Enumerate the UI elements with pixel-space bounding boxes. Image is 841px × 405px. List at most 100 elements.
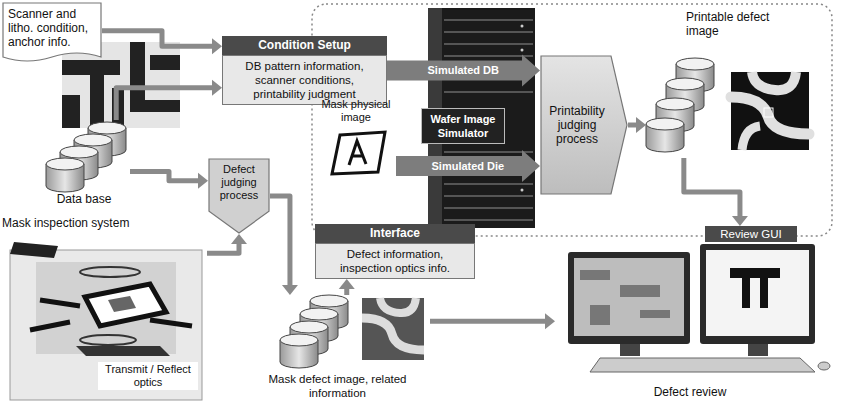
review-monitors-part: [568, 252, 690, 344]
review-monitors-part: [580, 270, 670, 325]
review-station-node: Review GUI Defect review: [555, 226, 825, 401]
mask-inspection-machine-part: [80, 267, 140, 277]
database-cylinders-part: [46, 158, 84, 192]
flow-arrow: [684, 158, 748, 226]
printable-cylinders-part: [646, 118, 684, 152]
arrowhead: [522, 55, 540, 87]
note-text: Scanner and litho. condition, anchor inf…: [8, 7, 96, 49]
review-monitors-part: [748, 344, 768, 356]
mask-image-node: Mask physical image: [316, 98, 396, 178]
server-rack-part: [521, 189, 524, 192]
flow-arrow: [339, 279, 355, 295]
printable-image-node: Printable defect image: [646, 8, 818, 158]
review-monitors-part: [730, 268, 780, 308]
database-label: Mask defect image, related information: [245, 372, 430, 400]
mask-physical-picture-part: [349, 141, 366, 165]
part-label: Transmit / Reflect optics: [98, 362, 198, 390]
flow-arrow: [102, 31, 222, 55]
arrowhead: [732, 216, 748, 226]
mask-defect-node: Mask defect image, related information: [245, 295, 430, 400]
printable-cylinders: [646, 58, 714, 152]
connector-line: [396, 156, 522, 176]
database-label: Data base: [38, 192, 130, 206]
process-pentagon: Defect judging process: [208, 158, 270, 234]
connector-line: [207, 244, 239, 253]
printable-defect-picture-part: [731, 97, 809, 134]
printable-defect-picture-part: [764, 108, 773, 117]
arrowhead: [636, 117, 646, 133]
arrowhead: [231, 234, 247, 244]
document-outline: [3, 3, 101, 61]
arrowhead: [212, 38, 222, 54]
box-body: Defect information, inspection optics in…: [315, 243, 475, 279]
document-box: Scanner and litho. condition, anchor inf…: [2, 2, 102, 66]
mask-physical-picture: [332, 132, 385, 174]
mask-defect-picture-part: [362, 298, 424, 360]
review-monitors: [568, 244, 830, 372]
arrow-outline: [541, 56, 627, 194]
flow-arrow: [270, 196, 298, 295]
box-heading: Condition Setup: [222, 36, 387, 55]
process-label: Defect judging process: [211, 163, 267, 202]
mask-inspection-machine: [10, 242, 202, 400]
mask-inspection-machine-part: [36, 262, 176, 354]
image-label: Printable defect image: [686, 10, 786, 38]
mask-defect-cylinders: [280, 295, 348, 368]
arrowhead: [282, 285, 298, 295]
layout-pattern-part: [62, 42, 180, 128]
dotted-region: [312, 4, 832, 236]
connector-line: [116, 88, 212, 120]
process-arrow-box: Printability judging process: [540, 55, 628, 195]
connector-line: [344, 289, 349, 295]
system-label: Mask inspection system: [2, 216, 207, 230]
layout-pattern-part: [62, 42, 180, 128]
review-monitors-part: [706, 250, 809, 336]
simulator-box: Wafer Image Simulator: [421, 108, 505, 144]
server-rack-part: [521, 25, 524, 28]
station-label: Defect review: [555, 385, 825, 401]
arrowhead: [339, 279, 355, 289]
arrowhead: [545, 313, 555, 329]
connector-line: [102, 31, 212, 47]
printable-defect-picture-part: [752, 72, 796, 90]
review-monitors-part: [574, 258, 684, 336]
flow-arrow: [628, 117, 646, 133]
printable-defect-picture-part: [742, 126, 760, 150]
database-node: Data base: [38, 120, 130, 206]
server-rack-part: [521, 49, 524, 52]
review-monitors-part: [700, 244, 815, 344]
edge-label: Simulated Die: [429, 160, 508, 173]
mask-inspection-machine-part: [10, 250, 202, 400]
connector-line: [270, 196, 290, 285]
flow-band: [396, 150, 540, 182]
simulator-label: Wafer Image Simulator: [426, 112, 500, 140]
edge-label: Simulated DB: [425, 64, 503, 77]
connector-line: [387, 61, 522, 81]
image-label: Mask physical image: [316, 98, 396, 124]
flow-arrow: [207, 234, 247, 253]
pentagon-outline: [209, 159, 269, 233]
mask-inspection-machine-part: [80, 335, 136, 345]
process-box: Condition SetupDB pattern information, s…: [222, 36, 387, 105]
interface-box: InterfaceDefect information, inspection …: [315, 224, 475, 279]
mask-physical-picture-part: [332, 132, 385, 174]
mask-inspection-machine-part: [76, 346, 170, 356]
review-monitors-part: [620, 344, 640, 356]
connector-line: [130, 172, 198, 181]
flow-arrow: [430, 313, 555, 329]
mask-defect-cylinders-part: [280, 334, 318, 368]
process-label: Printability judging process: [546, 104, 608, 146]
flow-arrow: [116, 80, 222, 120]
arrowhead: [522, 150, 540, 182]
gui-tab: Review GUI: [705, 226, 797, 242]
review-monitors-part: [590, 358, 815, 372]
flow-band: [387, 55, 540, 87]
mask-inspection-machine-part: [108, 296, 136, 312]
layout-pattern: [62, 42, 180, 128]
arrowhead: [212, 80, 222, 96]
arrowhead: [198, 173, 208, 189]
printable-defect-picture: [731, 72, 809, 150]
review-monitors-part: [818, 362, 830, 370]
